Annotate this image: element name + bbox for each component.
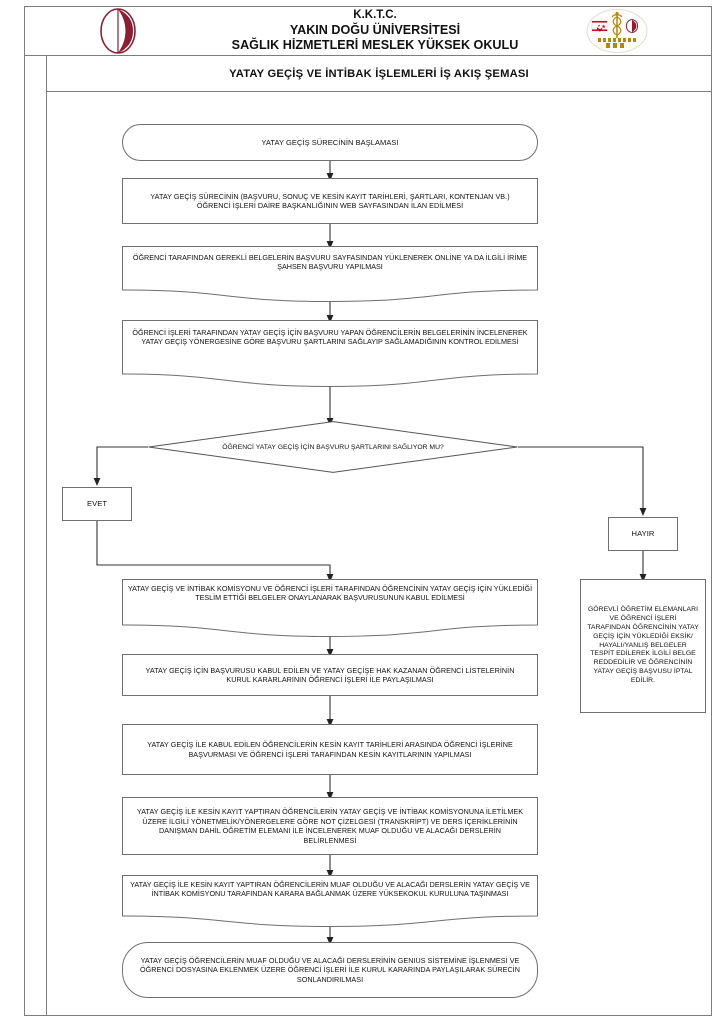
flow-node-transcript-evaluation-label: YATAY GEÇİŞ İLE KESİN KAYIT YAPTIRAN ÖĞR…: [136, 807, 524, 845]
near-east-university-crescent-logo: [94, 7, 142, 55]
flow-node-board-decision-label: YATAY GEÇİŞ İLE KESİN KAYIT YAPTIRAN ÖĞR…: [130, 880, 530, 898]
flow-node-yes-label: EVET: [86, 498, 108, 508]
flow-node-application-label: ÖĞRENCİ TARAFINDAN GEREKLİ BELGELERİN BA…: [132, 253, 528, 271]
flow-node-accepted-list-label: YATAY GEÇİŞ İÇİN BAŞVURUSU KABUL EDİLEN …: [145, 665, 515, 685]
page-outer-border: [24, 6, 712, 1016]
flow-node-yes[interactable]: EVET: [62, 487, 132, 521]
flow-node-start-label: YATAY GEÇİŞ SÜRECİNİN BAŞLAMASI: [261, 137, 399, 147]
flow-node-no[interactable]: HAYIR: [608, 517, 678, 551]
flow-node-transcript-evaluation[interactable]: YATAY GEÇİŞ İLE KESİN KAYIT YAPTIRAN ÖĞR…: [122, 797, 538, 855]
flow-node-no-label: HAYIR: [631, 528, 655, 538]
flow-node-decision[interactable]: ÖĞRENCİ YATAY GEÇİŞ İÇİN BAŞVURU ŞARTLAR…: [148, 421, 518, 473]
header-band: [24, 6, 712, 56]
page-title: YATAY GEÇİŞ VE İNTİBAK İŞLEMLERİ İŞ AKIŞ…: [229, 67, 529, 80]
flow-node-announcement[interactable]: YATAY GEÇİŞ SÜRECİNİN (BAŞVURU, SONUÇ VE…: [122, 178, 538, 224]
flow-node-rejection[interactable]: GÖREVLİ ÖĞRETİM ELEMANLARI VE ÖĞRENCİ İŞ…: [580, 579, 706, 713]
document-title-band: YATAY GEÇİŞ VE İNTİBAK İŞLEMLERİ İŞ AKIŞ…: [46, 56, 712, 92]
flow-node-announcement-label: YATAY GEÇİŞ SÜRECİNİN (BAŞVURU, SONUÇ VE…: [150, 191, 510, 211]
content-inner-border: [46, 56, 712, 1016]
flow-node-start[interactable]: YATAY GEÇİŞ SÜRECİNİN BAŞLAMASI: [122, 124, 538, 161]
flow-node-approval[interactable]: YATAY GEÇİŞ VE İNTİBAK KOMİSYONU VE ÖĞRE…: [122, 579, 538, 637]
flow-node-approval-label: YATAY GEÇİŞ VE İNTİBAK KOMİSYONU VE ÖĞRE…: [127, 584, 533, 602]
flow-node-accepted-list[interactable]: YATAY GEÇİŞ İÇİN BAŞVURUSU KABUL EDİLEN …: [122, 654, 538, 696]
header-line-school: SAĞLIK HİZMETLERİ MESLEK YÜKSEK OKULU: [231, 37, 519, 52]
header-line-kktc: K.K.T.C.: [353, 9, 397, 22]
flow-node-document-review[interactable]: ÖĞRENCİ İŞLERİ TARAFINDAN YATAY GEÇİŞ İÇ…: [122, 320, 538, 387]
institution-header: K.K.T.C. YAKIN DOĞU ÜNİVERSİTESİ SAĞLIK …: [170, 6, 580, 56]
header-line-university: YAKIN DOĞU ÜNİVERSİTESİ: [289, 22, 461, 37]
flow-node-document-review-label: ÖĞRENCİ İŞLERİ TARAFINDAN YATAY GEÇİŞ İÇ…: [132, 328, 528, 346]
flow-node-rejection-label: GÖREVLİ ÖĞRETİM ELEMANLARI VE ÖĞRENCİ İŞ…: [587, 605, 699, 685]
health-vocational-school-emblem-logo: [586, 8, 648, 54]
flow-node-board-decision[interactable]: YATAY GEÇİŞ İLE KESİN KAYIT YAPTIRAN ÖĞR…: [122, 875, 538, 927]
flow-node-final-registration-label: YATAY GEÇİŞ İLE KABUL EDİLEN ÖĞRENCİLERİ…: [147, 740, 513, 759]
flow-node-decision-label: ÖĞRENCİ YATAY GEÇİŞ İÇİN BAŞVURU ŞARTLAR…: [222, 443, 444, 451]
flow-node-end[interactable]: YATAY GEÇİŞ ÖĞRENCİLERİN MUAF OLDUĞU VE …: [122, 942, 538, 998]
flow-node-final-registration[interactable]: YATAY GEÇİŞ İLE KABUL EDİLEN ÖĞRENCİLERİ…: [122, 724, 538, 775]
flow-node-application[interactable]: ÖĞRENCİ TARAFINDAN GEREKLİ BELGELERİN BA…: [122, 246, 538, 302]
flow-node-end-label: YATAY GEÇİŞ ÖĞRENCİLERİN MUAF OLDUĞU VE …: [140, 955, 520, 984]
